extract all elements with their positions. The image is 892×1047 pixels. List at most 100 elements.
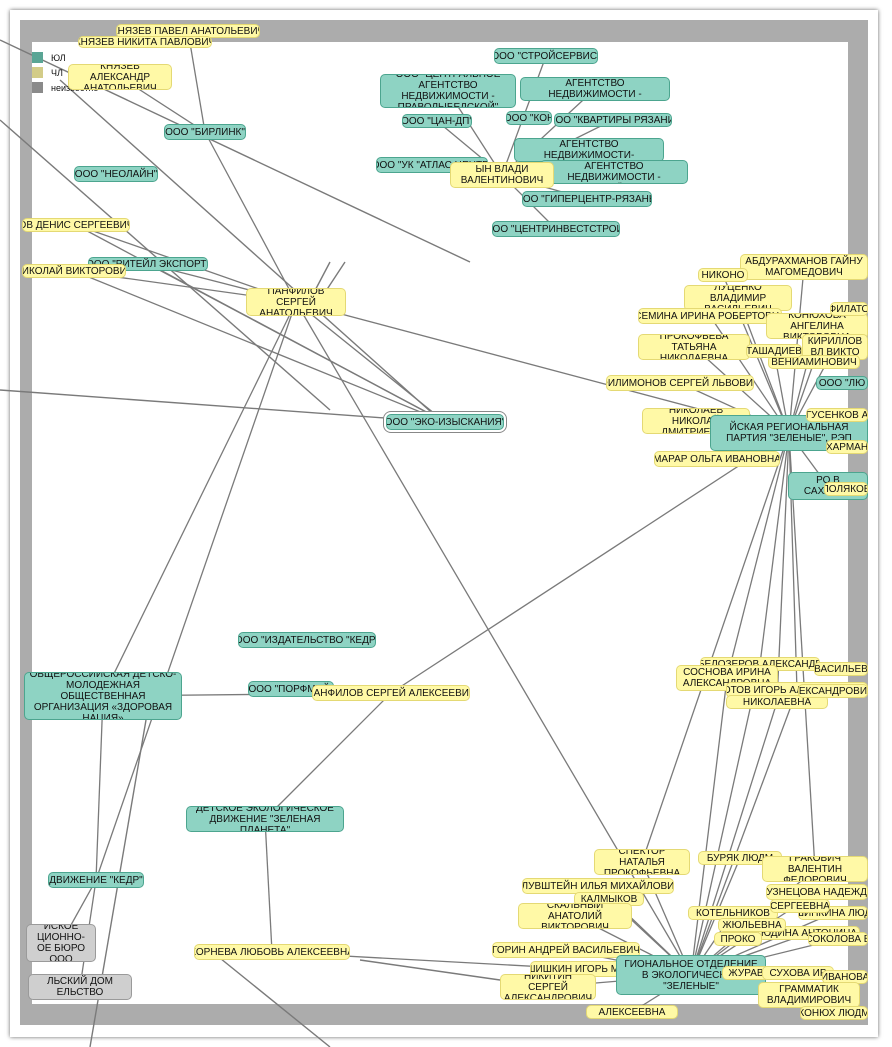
person-node[interactable]: АЛЕКСЕЕВНА <box>586 1005 678 1019</box>
person-node[interactable]: КНЯЗЕВ АЛЕКСАНДР АНАТОЛЬЕВИЧ <box>68 64 172 90</box>
person-node[interactable]: КНЯЗЕВ НИКИТА ПАВЛОВИЧ <box>78 36 212 48</box>
node-label: ГОРИН АНДРЕЙ ВАСИЛЬЕВИЧ <box>492 944 640 956</box>
graph-canvas[interactable] <box>32 42 848 1004</box>
graph-edge <box>59 79 441 421</box>
person-node[interactable]: ФИЛИМОНОВ СЕРГЕЙ ЛЬВОВИЧ <box>606 375 754 391</box>
person-node[interactable]: СЕМИНА ИРИНА РОБЕРТОВНА <box>638 308 782 324</box>
org-node[interactable]: ООО "ЦЕНТРАЛЬНОЕ АГЕНТСТВО НЕДВИЖИМОСТИ … <box>540 160 688 184</box>
person-node[interactable]: ГРАКОВИЧ ВАЛЕНТИН ФЕДОРОВИЧ <box>762 856 868 882</box>
person-node[interactable]: ОВ ДЕНИС СЕРГЕЕВИЧ <box>22 218 130 232</box>
person-node[interactable]: КОРНЕВА ЛЮБОВЬ АЛЕКСЕЕВНА <box>194 944 350 960</box>
unknown-node[interactable]: ЙСКОЕ ЦИОННО- ОЕ БЮРО ООО <box>26 924 96 962</box>
person-node[interactable]: ПРОКОФЬЕВА ТАТЬЯНА НИКОЛАЕВНА <box>638 334 750 360</box>
person-node[interactable]: ЫН ВЛАДИ ВАЛЕНТИНОВИЧ <box>450 162 554 188</box>
node-label: АЛЕКСЕЕВНА <box>598 1006 666 1018</box>
org-node[interactable]: ДВИЖЕНИЕ "КЕДР" <box>48 872 144 888</box>
graph-edge <box>690 689 798 976</box>
node-label: НИКОЛАЕВ НИКОЛАЙ ДМИТРИЕВИЧ <box>661 408 731 434</box>
person-node[interactable]: НИКОНО <box>698 268 748 282</box>
graph-edge <box>759 432 790 665</box>
node-label: АБДУРАХМАНОВ ГАЙНУ МАГОМЕДОВИЧ <box>745 256 863 278</box>
node-label: ООО "УК "АТЛАС ЦЕНТР" <box>376 159 488 171</box>
person-node[interactable]: НИКОЛАЙ ВИКТОРОВИЧ <box>22 264 126 278</box>
legend-label: ЮЛ <box>51 52 66 63</box>
person-node[interactable]: ПАНФИЛОВ СЕРГЕЙ АЛЕКСЕЕВИЧ <box>312 685 470 701</box>
org-node[interactable]: ООО "ИЗДАТЕЛЬСТВО "КЕДР" <box>238 632 376 648</box>
org-node[interactable]: ООО "ЦЕНТРАЛЬНОЕ АГЕНТСТВО НЕДВИЖИМОСТИ … <box>380 74 516 108</box>
person-node[interactable]: ВАСИЛЬЕВ <box>814 662 868 676</box>
node-label: ПАНФИЛОВ СЕРГЕЙ АЛЕКСЕЕВИЧ <box>312 687 470 699</box>
graph-edge <box>204 131 297 303</box>
node-label: ООО "ИЗДАТЕЛЬСТВО "КЕДР" <box>238 634 376 646</box>
node-label: ЫН ВЛАДИ ВАЛЕНТИНОВИЧ <box>460 164 544 186</box>
person-node[interactable]: ФИЛАТО <box>830 302 868 316</box>
person-node[interactable]: НИКОЛАЕВ НИКОЛАЙ ДМИТРИЕВИЧ <box>642 408 750 434</box>
node-label: ООО "ЦЕНТРАЛЬНОЕ АГЕНТСТВО НЕДВИЖИМОСТИ … <box>548 78 642 100</box>
person-node[interactable]: СПЕКТОР НАТАЛЬЯ ПРОКОФЬЕВНА <box>594 849 690 875</box>
node-label: ОВ ДЕНИС СЕРГЕЕВИЧ <box>22 219 130 231</box>
person-node[interactable]: ПОЛЯКОВ <box>824 482 868 496</box>
node-label: ООО "ЦЕНТРАЛЬНОЕ АГЕНТСТВО НЕДВИЖИМОСТИ … <box>395 74 501 108</box>
node-label: ООО "РИТЕЙЛ ЭКСПОРТ" <box>88 258 208 270</box>
org-node[interactable]: ОБЩЕРОССИЙСКАЯ ДЕТСКО-МОЛОДЕЖНАЯ ОБЩЕСТВ… <box>24 672 182 720</box>
graph-edge <box>295 301 446 423</box>
node-label: НИКОЛАЕВНА <box>742 696 812 708</box>
legend-swatch <box>32 82 43 93</box>
person-node[interactable]: ПРОКО <box>714 932 762 946</box>
org-node[interactable]: ООО "ЦЕНТРАЛЬНОЕ АГЕНТСТВО НЕДВИЖИМОСТИ … <box>520 77 670 101</box>
graph-edge <box>264 818 273 953</box>
person-node[interactable]: ГУСЕНКОВ А <box>806 408 868 422</box>
org-node[interactable]: ООО "КВАРТИРЫ РЯЗАНИ" <box>554 113 672 127</box>
person-node[interactable]: СКАЛЬНЫЙ АНАТОЛИЙ ВИКТОРОВИЧ <box>518 903 632 929</box>
node-label: ШИПКИНА ЛЮД <box>798 907 868 919</box>
org-node[interactable]: ООО "СТРОЙСЕРВИС" <box>494 48 598 64</box>
person-node[interactable]: ВЕНИАМИНОВИЧ <box>768 355 860 369</box>
org-node[interactable]: ООО "ЦЕНТРИНВЕСТСТРОЙ" <box>492 221 620 237</box>
org-node[interactable]: ООО "ЦЕНТРАЛЬНОЕ АГЕНТСТВО НЕДВИЖИМОСТИ-… <box>514 138 664 162</box>
org-node[interactable]: ООО "НЕОЛАЙН" <box>74 166 158 182</box>
selected-org-node[interactable]: ООО "ЭКО-ИЗЫСКАНИЯ" <box>386 414 504 430</box>
person-node[interactable]: НИКИТИН СЕРГЕЙ АЛЕКСАНДРОВИЧ <box>500 974 596 1000</box>
person-node[interactable]: ЖЮЛЬЕВНА <box>718 918 786 932</box>
org-node[interactable]: ООО "КОН <box>506 111 552 125</box>
unknown-node[interactable]: ЛЬСКИЙ ДОМ ЕЛЬСТВО <box>28 974 132 1000</box>
person-node[interactable]: КОНЮХ ЛЮДМ <box>800 1006 868 1020</box>
node-label: СПЕКТОР НАТАЛЬЯ ПРОКОФЬЕВНА <box>603 849 681 875</box>
person-node[interactable]: МАРАР ОЛЬГА ИВАНОВНА <box>654 451 780 467</box>
person-node[interactable]: КУЗНЕЦОВА НАДЕЖДА <box>766 884 868 900</box>
node-label: ООО "КОН <box>506 112 552 124</box>
legend-label: ЧЛ <box>51 67 63 78</box>
node-label: СУХОВА ИР <box>769 967 827 979</box>
node-label: ООО "ГИПЕРЦЕНТР-РЯЗАНЬ" <box>522 193 652 205</box>
node-label: ДВИЖЕНИЕ "КЕДР" <box>49 874 143 886</box>
node-label: ПРОКОФЬЕВА ТАТЬЯНА НИКОЛАЕВНА <box>659 334 729 360</box>
node-label: ООО "ЦЕНТРАЛЬНОЕ АГЕНТСТВО НЕДВИЖИМОСТИ-… <box>543 139 635 161</box>
graph-edge <box>95 695 104 881</box>
person-node[interactable]: ТАШАДИЕВ <box>746 344 802 358</box>
node-label: КНЯЗЕВ ПАВЕЛ АНАТОЛЬЕВИЧ <box>116 25 260 37</box>
person-node[interactable]: ГОРИН АНДРЕЙ ВАСИЛЬЕВИЧ <box>492 942 640 958</box>
legend-swatch <box>32 52 43 63</box>
org-node[interactable]: ООО "ГИПЕРЦЕНТР-РЯЗАНЬ" <box>522 191 652 207</box>
node-label: ТАШАДИЕВ <box>746 345 802 357</box>
graph-edge <box>690 701 778 976</box>
org-node[interactable]: ООО "БИРЛИНК" <box>164 124 246 140</box>
person-node[interactable]: ЛЕКСАНДРОВИЧ <box>798 684 868 698</box>
node-label: КНЯЗЕВ АЛЕКСАНДР АНАТОЛЬЕВИЧ <box>83 64 157 90</box>
graph-edge <box>102 301 297 697</box>
node-label: БУРЯК ЛЮДМ <box>706 852 774 864</box>
node-label: ООО "ПОРФМИЙ" <box>248 683 334 695</box>
node-label: ДЕТСКОЕ ЭКОЛОГИЧЕСКОЕ ДВИЖЕНИЕ "ЗЕЛЕНАЯ … <box>196 806 334 832</box>
person-node[interactable]: ПАНФИЛОВ СЕРГЕЙ АНАТОЛЬЕВИЧ <box>246 288 346 316</box>
person-node[interactable]: НИКОЛАЕВНА <box>726 695 828 709</box>
person-node[interactable]: СОКОЛОВА В <box>808 932 868 946</box>
person-node[interactable]: ГРАММАТИК ВЛАДИМИРОВИЧ <box>758 982 860 1008</box>
person-node[interactable]: ХАРМАН <box>826 440 868 454</box>
node-label: НИКОЛАЙ ВИКТОРОВИЧ <box>22 265 125 277</box>
person-node[interactable]: СЕРГЕЕВНА <box>770 899 830 913</box>
node-label: КНЯЗЕВ НИКИТА ПАВЛОВИЧ <box>78 36 212 48</box>
org-node[interactable]: ООО "ЛЮ <box>816 376 868 390</box>
person-node[interactable]: АБДУРАХМАНОВ ГАЙНУ МАГОМЕДОВИЧ <box>740 254 868 280</box>
org-node[interactable]: ДЕТСКОЕ ЭКОЛОГИЧЕСКОЕ ДВИЖЕНИЕ "ЗЕЛЕНАЯ … <box>186 806 344 832</box>
org-node[interactable]: ООО "ЦАН-ДП" <box>402 114 472 128</box>
